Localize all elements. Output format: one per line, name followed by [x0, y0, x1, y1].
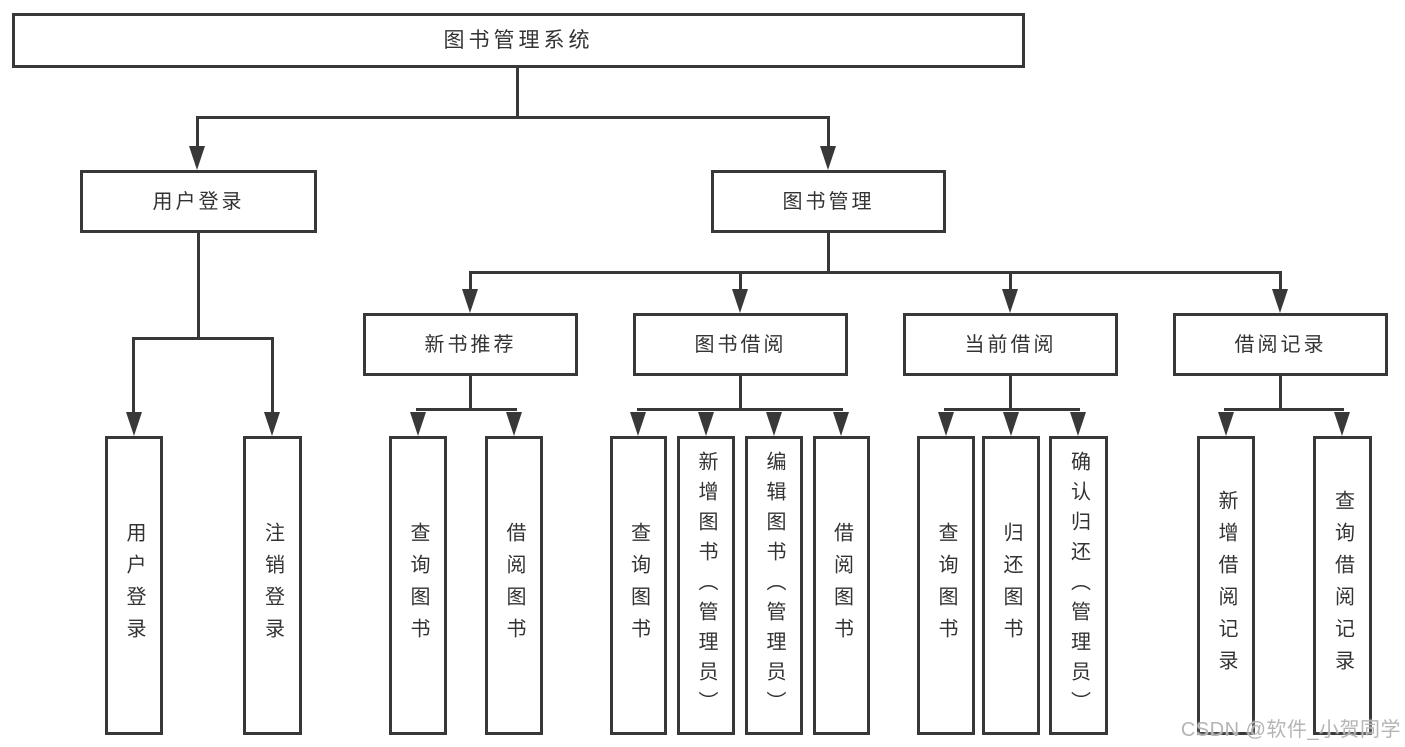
node-current-borrowing: 当前借阅: [903, 313, 1118, 376]
arrowhead-borrow-books-recommend: [506, 412, 522, 436]
leaf-query-books-current: 查询图书: [917, 436, 975, 735]
leaf-query-borrow-record: 查询借阅记录: [1313, 436, 1372, 735]
edge-to-book-management: [827, 116, 830, 150]
leaf-query-books-current-label: 查询图书: [935, 521, 957, 650]
edge-recommend-split: [416, 408, 517, 411]
edge-borrowing-split: [637, 408, 843, 411]
leaf-return-books: 归还图书: [982, 436, 1040, 735]
arrowhead-return-books: [1003, 412, 1019, 436]
leaf-edit-books-admin-label: 编辑图书（管理员）: [763, 450, 785, 721]
edge-book-management-stub: [827, 232, 830, 274]
csdn-watermark: CSDN @软件_小贺同学: [1180, 719, 1401, 741]
arrowhead-add-borrow-record: [1218, 412, 1234, 436]
edge-root-stub: [516, 68, 519, 118]
leaf-borrow-books-borrowing: 借阅图书: [813, 436, 870, 735]
arrowhead-new-book-recommend: [462, 289, 478, 313]
arrowhead-current-borrowing: [1002, 289, 1018, 313]
edge-root-split: [196, 116, 830, 119]
edge-to-book-borrowing: [739, 271, 742, 293]
leaf-add-books-admin-label: 新增图书（管理员）: [695, 450, 717, 721]
node-book-management-label: 图书管理: [782, 190, 875, 213]
edge-to-new-book-recommend: [469, 271, 472, 293]
edge-to-leaf-user-login: [132, 337, 135, 415]
leaf-query-borrow-record-label: 查询借阅记录: [1331, 489, 1354, 682]
node-book-borrowing: 图书借阅: [633, 313, 848, 376]
edge-to-leaf-logout: [271, 337, 274, 415]
node-new-book-recommend: 新书推荐: [363, 313, 578, 376]
node-user-login-label: 用户登录: [152, 190, 245, 213]
node-root-label: 图书管理系统: [443, 29, 594, 52]
edge-to-borrowing-records: [1279, 271, 1282, 293]
node-book-management: 图书管理: [711, 170, 946, 233]
leaf-edit-books-admin: 编辑图书（管理员）: [745, 436, 803, 735]
arrowhead-confirm-return-admin: [1070, 412, 1086, 436]
node-borrowing-records: 借阅记录: [1173, 313, 1388, 376]
edge-current-split: [944, 408, 1080, 411]
edge-to-current-borrowing: [1009, 271, 1012, 293]
leaf-borrow-books-recommend: 借阅图书: [485, 436, 543, 735]
node-current-borrowing-label: 当前借阅: [964, 333, 1057, 356]
leaf-user-login-label: 用户登录: [123, 521, 145, 650]
leaf-add-borrow-record: 新增借阅记录: [1197, 436, 1255, 735]
arrowhead-query-borrow-record: [1334, 412, 1350, 436]
leaf-confirm-return-admin: 确认归还（管理员）: [1049, 436, 1108, 735]
node-new-book-recommend-label: 新书推荐: [424, 333, 517, 356]
node-book-borrowing-label: 图书借阅: [694, 333, 787, 356]
leaf-logout: 注销登录: [243, 436, 302, 735]
leaf-user-login: 用户登录: [105, 436, 163, 735]
arrowhead-edit-books-admin: [766, 412, 782, 436]
leaf-add-borrow-record-label: 新增借阅记录: [1215, 489, 1237, 682]
leaf-query-books-borrowing-label: 查询图书: [627, 521, 650, 650]
edge-book-management-split: [469, 271, 1282, 274]
leaf-borrow-books-recommend-label: 借阅图书: [503, 521, 525, 650]
edge-records-stub: [1279, 376, 1282, 410]
edge-current-stub: [1009, 376, 1012, 410]
arrowhead-book-management: [820, 146, 836, 170]
arrowhead-leaf-user-login: [126, 412, 142, 436]
arrowhead-query-books-current: [938, 412, 954, 436]
leaf-query-books-recommend-label: 查询图书: [407, 521, 429, 650]
edge-recommend-stub: [469, 376, 472, 410]
leaf-confirm-return-admin-label: 确认归还（管理员）: [1067, 450, 1090, 721]
edge-records-split: [1224, 408, 1344, 411]
arrowhead-add-books-admin: [698, 412, 714, 436]
arrowhead-leaf-logout: [264, 412, 280, 436]
edge-user-login-stub: [197, 233, 200, 339]
arrowhead-borrow-books-borrowing: [833, 412, 849, 436]
edge-borrowing-stub: [739, 376, 742, 410]
edge-user-login-split: [132, 337, 274, 340]
node-user-login: 用户登录: [80, 170, 317, 233]
node-root: 图书管理系统: [12, 13, 1025, 68]
arrowhead-user-login: [189, 146, 205, 170]
leaf-add-books-admin: 新增图书（管理员）: [677, 436, 735, 735]
leaf-logout-label: 注销登录: [261, 521, 284, 650]
arrowhead-borrowing-records: [1272, 289, 1288, 313]
edge-to-user-login: [196, 116, 199, 150]
node-borrowing-records-label: 借阅记录: [1234, 333, 1327, 356]
arrowhead-query-books-borrowing: [630, 412, 646, 436]
arrowhead-query-books-recommend: [410, 412, 426, 436]
leaf-borrow-books-borrowing-label: 借阅图书: [830, 521, 853, 650]
leaf-query-books-recommend: 查询图书: [389, 436, 447, 735]
arrowhead-book-borrowing: [732, 289, 748, 313]
leaf-query-books-borrowing: 查询图书: [610, 436, 667, 735]
leaf-return-books-label: 归还图书: [1000, 521, 1022, 650]
